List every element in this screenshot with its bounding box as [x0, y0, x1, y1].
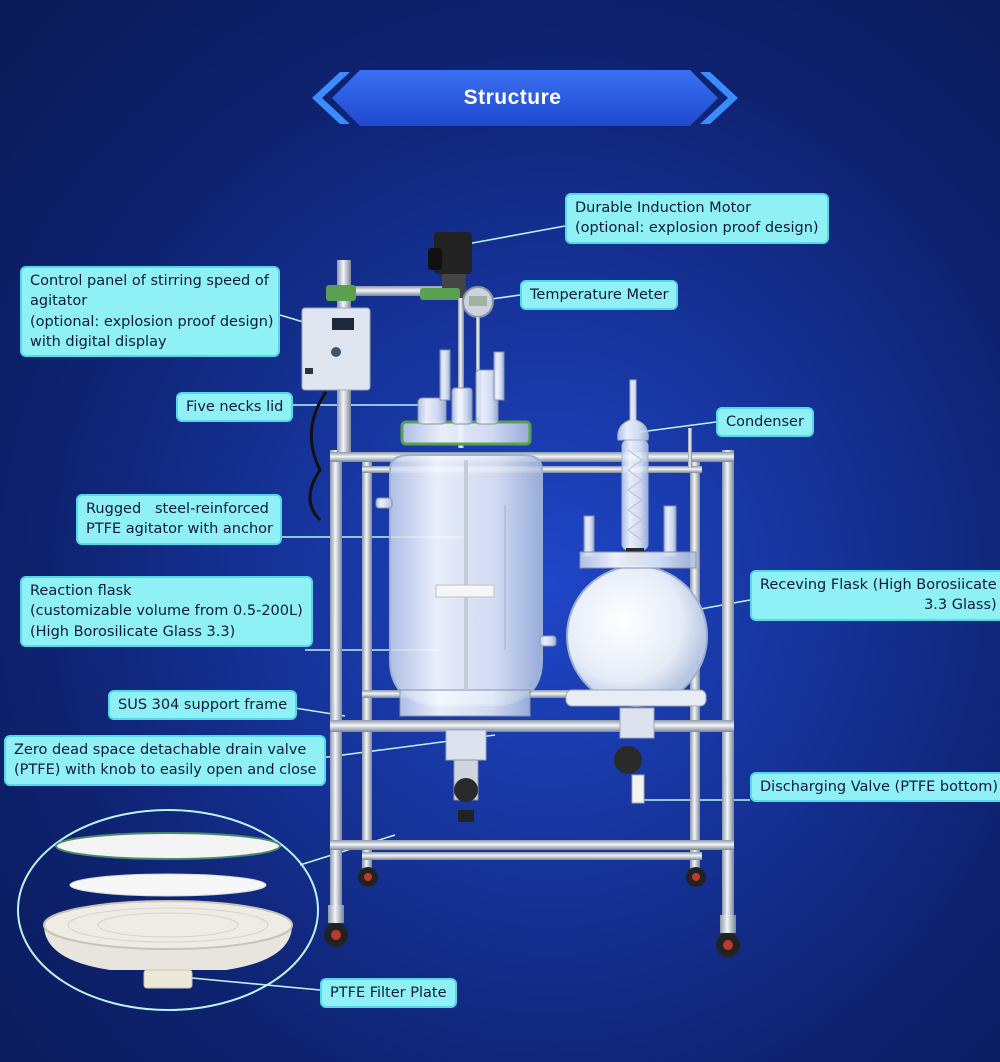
temperature-meter	[462, 286, 494, 417]
filter-plate-inset	[17, 809, 319, 1011]
callout-drain-valve: Zero dead space detachable drain valve (…	[4, 735, 327, 786]
callout-discharge-valve-line-1: Discharging Valve (PTFE bottom)	[760, 779, 999, 795]
receiving-flask	[565, 505, 708, 707]
callout-receiving-flask: Receving Flask (High Borosiicate 3.3 Gla…	[750, 570, 1000, 621]
callout-lid-line-1: Five necks lid	[186, 399, 284, 415]
callout-receiving-flask-line-1: Receving Flask (High Borosiicate	[760, 577, 997, 593]
callout-control-panel-line-1: Control panel of stirring speed of	[30, 273, 269, 289]
callout-control-panel: Control panel of stirring speed of agita…	[20, 266, 280, 358]
callout-reaction-flask: Reaction flask (customizable volume from…	[20, 576, 313, 647]
callout-control-panel-line-4: with digital display	[30, 333, 167, 350]
callout-frame: SUS 304 support frame	[108, 690, 298, 721]
callout-motor-line-2: (optional: explosion proof design)	[575, 220, 819, 237]
callout-filter-plate-line-1: PTFE Filter Plate	[330, 985, 447, 1001]
callout-frame-line-1: SUS 304 support frame	[118, 697, 288, 713]
callout-drain-valve-line-2: (PTFE) with knob to easily open and clos…	[14, 762, 317, 779]
control-box	[301, 307, 371, 522]
callout-reaction-flask-line-1: Reaction flask	[30, 583, 132, 599]
five-necks-lid	[400, 349, 532, 446]
callout-receiving-flask-line-2: 3.3 Glass)	[924, 597, 997, 614]
callout-motor-line-1: Durable Induction Motor	[575, 200, 752, 216]
discharge-valve	[614, 707, 655, 804]
title-banner: Structure	[305, 68, 720, 128]
reaction-flask	[375, 454, 557, 717]
drain-valve	[445, 729, 487, 822]
callout-temperature-line-1: Temperature Meter	[530, 287, 669, 303]
callout-control-panel-line-3: (optional: explosion proof design)	[30, 313, 274, 330]
callout-discharge-valve: Discharging Valve (PTFE bottom)	[750, 772, 1000, 803]
callout-agitator-line-1: Rugged steel-reinforced	[86, 501, 269, 517]
callout-control-panel-line-2: agitator	[30, 293, 88, 310]
callout-agitator: Rugged steel-reinforced PTFE agitator wi…	[76, 494, 282, 545]
callout-reaction-flask-line-2: (customizable volume from 0.5-200L)	[30, 603, 303, 620]
callout-reaction-flask-line-3: (High Borosilicate Glass 3.3)	[30, 623, 236, 640]
motor	[420, 232, 472, 448]
callout-condenser-line-1: Condenser	[726, 414, 804, 430]
callout-temperature: Temperature Meter	[520, 280, 679, 311]
callout-filter-plate: PTFE Filter Plate	[320, 978, 457, 1009]
callout-condenser: Condenser	[716, 407, 814, 438]
page-title: Structure	[463, 86, 562, 109]
callout-motor: Durable Induction Motor (optional: explo…	[565, 193, 829, 244]
title-banner-shape	[312, 70, 738, 126]
callout-agitator-line-2: PTFE agitator with anchor	[86, 521, 273, 538]
callout-drain-valve-line-1: Zero dead space detachable drain valve	[14, 742, 307, 758]
callout-lid: Five necks lid	[176, 392, 294, 423]
